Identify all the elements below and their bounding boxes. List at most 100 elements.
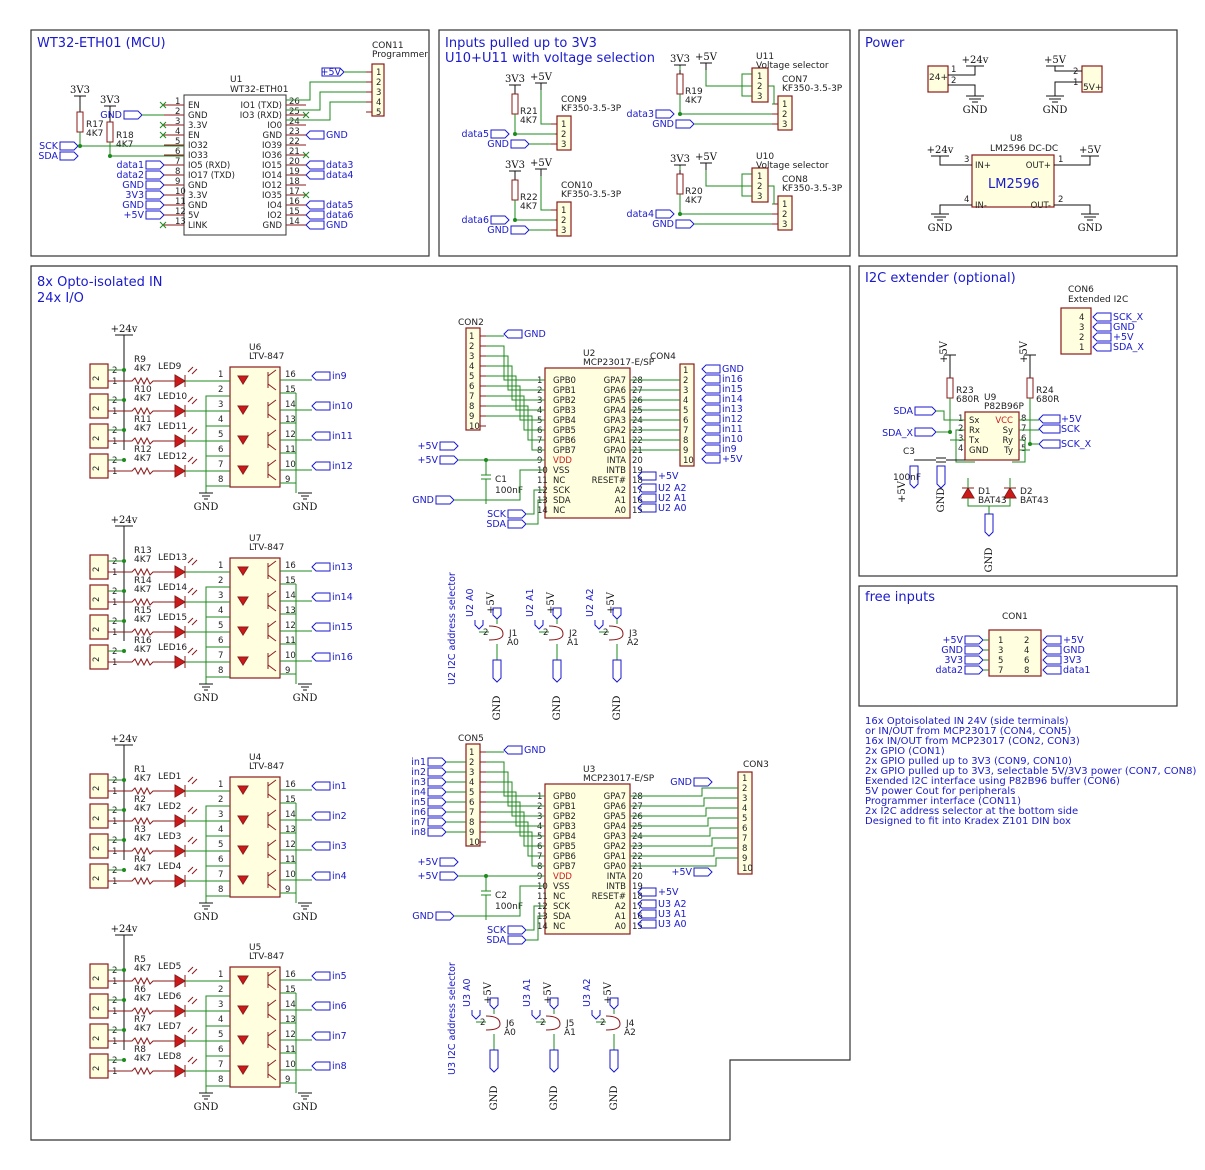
resistor-r23 [946,377,954,399]
wire [205,993,297,1093]
wire [486,395,545,431]
mcu-block: U1 WT32-ETH01 EN1GND23.3V3EN4IO325IO336I… [38,41,428,236]
led-rays [187,617,198,626]
u9-right-pin-num: 5 [1021,444,1026,454]
con-pin-num: 3 [782,120,787,130]
mcp-left-pin-name: GPB7 [553,446,576,456]
gnd-label: GND [293,912,318,923]
wire [205,865,230,868]
mcp-right-pin-name: INTB [606,882,626,892]
input-terminal [89,773,109,799]
section-title-power: Power [865,36,905,51]
header-pin-num: 7 [469,392,474,402]
opto-pin-num: 15 [285,795,296,805]
pullup-r-value: 4K7 [520,116,537,126]
gnd-label: GND [609,1086,620,1111]
mcp-left-pin-num: 7 [537,852,542,862]
opto-pin-num: 3 [218,400,223,410]
c3-ref: C3 [903,447,915,457]
opto-resistor [108,1066,175,1076]
pin-num: 2 [112,396,117,406]
mcp-left-pin-num: 2 [537,386,542,396]
pin-num: 1 [112,1037,117,1047]
power-5v-label: +5V [1079,145,1102,156]
gnd-label: GND [194,1102,219,1113]
mcu-right-pin-name: IO35 [262,191,282,201]
net-label [427,807,447,817]
junction [122,398,126,402]
mcp-left-pin-num: 13 [537,496,548,506]
power-24v-label: +24v [111,924,138,935]
jumper-pin: 2 [480,1018,485,1028]
net-sda: SDA [486,935,506,946]
pin-num: 1 [112,1007,117,1017]
u9-left-pin-num: 4 [958,444,963,454]
wire [486,811,545,847]
sel-pin-num: 2 [757,182,762,192]
mcp-left-pin-name: NC [553,476,565,486]
note-line: 2x GPIO (CON1) [865,746,945,757]
junction [122,458,126,462]
mcu-right-pin-name: GND [263,131,283,141]
nc-mark [302,111,310,119]
input-terminal [89,993,109,1019]
con-pin-num: 3 [561,226,566,236]
gnd-label: GND [492,696,503,721]
u9-left-pin-name: GND [969,446,989,456]
net-label [311,562,331,572]
net-label [701,414,721,424]
opto-ref: U5 [249,943,261,953]
net-sck: SCK [487,925,507,936]
selector-ref: U10 [756,152,774,162]
opto-output-net: in13 [332,562,353,573]
mcp-right-pin-num: 17 [632,902,643,912]
con11-pin-num: 3 [376,88,381,98]
net-label [439,455,459,465]
u9-right-pin-name: VCC [995,416,1013,426]
mcp-left-pin-name: SDA [553,912,571,922]
mcp-right-pin-num: 18 [632,476,643,486]
pin-num: 2 [112,996,117,1006]
u9-left-pin-name: Rx [969,426,980,436]
terminal-pin: 2 [92,657,102,662]
opto-resistor [108,406,175,416]
opto-resistor [108,597,175,607]
mcp-left-pin-num: 1 [537,376,542,386]
opto-transistor [267,1029,277,1051]
opto-pin-num: 13 [285,825,296,835]
net-5v: +5V [658,471,679,482]
led-rays [187,456,198,465]
opto-r-value: 4K7 [134,964,151,974]
pin-num: 1 [112,658,117,668]
wire [486,761,545,797]
power-rail [115,334,133,450]
wire [205,455,230,458]
net-label [1042,645,1062,655]
opto-resistor [108,466,175,476]
net-label [701,444,721,454]
terminal-pin: 2 [92,846,102,851]
terminal-connector [556,115,572,151]
pin-num: 2 [112,966,117,976]
wire [205,425,230,428]
power-5v-label: +5V [939,340,950,363]
nc-mark [302,191,310,199]
terminal-pin: 2 [92,376,102,381]
net-label [693,867,713,877]
net-label [701,394,721,404]
indicator-led [174,974,186,988]
junction [678,212,682,216]
mcp-right-pin-name: RESET# [592,476,626,486]
u9-right-pin-name: Ry [1003,436,1013,446]
opto-r-value: 4K7 [134,424,151,434]
opto-r-value: 4K7 [134,585,151,595]
con-pin-num: 2 [561,216,566,226]
opto-r-value: 4K7 [134,454,151,464]
jumper-ref: J5 [565,1019,574,1029]
pullup-r-value: 4K7 [520,202,537,212]
wire [630,837,738,847]
gnd-label: GND [489,1086,500,1111]
mcu-right-pin-num: 26 [289,97,300,107]
net-gnd: GND [652,219,674,230]
